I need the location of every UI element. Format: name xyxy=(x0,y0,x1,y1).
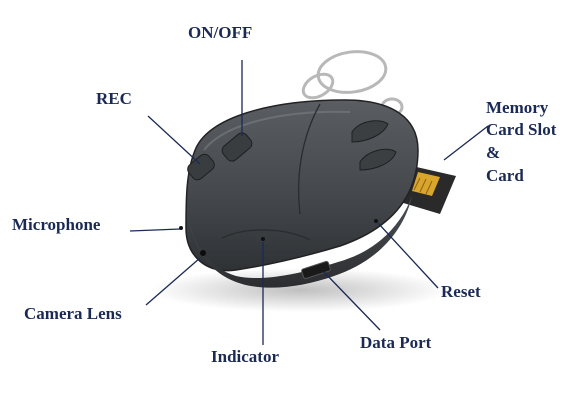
label-rec: REC xyxy=(96,89,132,108)
leader-lines xyxy=(129,60,489,345)
label-memory-line2: Card Slot xyxy=(486,120,557,139)
label-indicator: Indicator xyxy=(211,347,279,366)
label-reset: Reset xyxy=(441,282,481,301)
indicator-led xyxy=(261,237,265,241)
camera-lens-hole xyxy=(200,250,206,256)
label-memory-line4: Card xyxy=(486,166,524,185)
device-shadow xyxy=(150,268,450,312)
body-seam xyxy=(298,103,321,215)
label-memory-line1: Memory xyxy=(486,98,549,117)
device-front xyxy=(186,196,412,288)
label-on-off: ON/OFF xyxy=(188,23,253,42)
reset-hole xyxy=(374,219,378,223)
data-port xyxy=(301,260,331,280)
label-microphone: Microphone xyxy=(12,215,101,234)
side-button-bottom xyxy=(359,148,397,171)
leader-data-port xyxy=(323,271,381,331)
label-data-port: Data Port xyxy=(360,333,432,352)
body-highlight xyxy=(203,110,351,151)
leader-reset xyxy=(377,222,439,289)
indicator-seam xyxy=(221,229,311,241)
leader-microphone xyxy=(129,228,181,232)
leader-memory xyxy=(443,125,489,161)
label-camera-lens: Camera Lens xyxy=(24,304,122,323)
on-off-button xyxy=(221,132,253,162)
leader-rec xyxy=(147,115,201,165)
side-button-top xyxy=(351,120,389,143)
leader-camera-lens xyxy=(145,257,201,306)
label-memory-line3: & xyxy=(486,143,501,162)
